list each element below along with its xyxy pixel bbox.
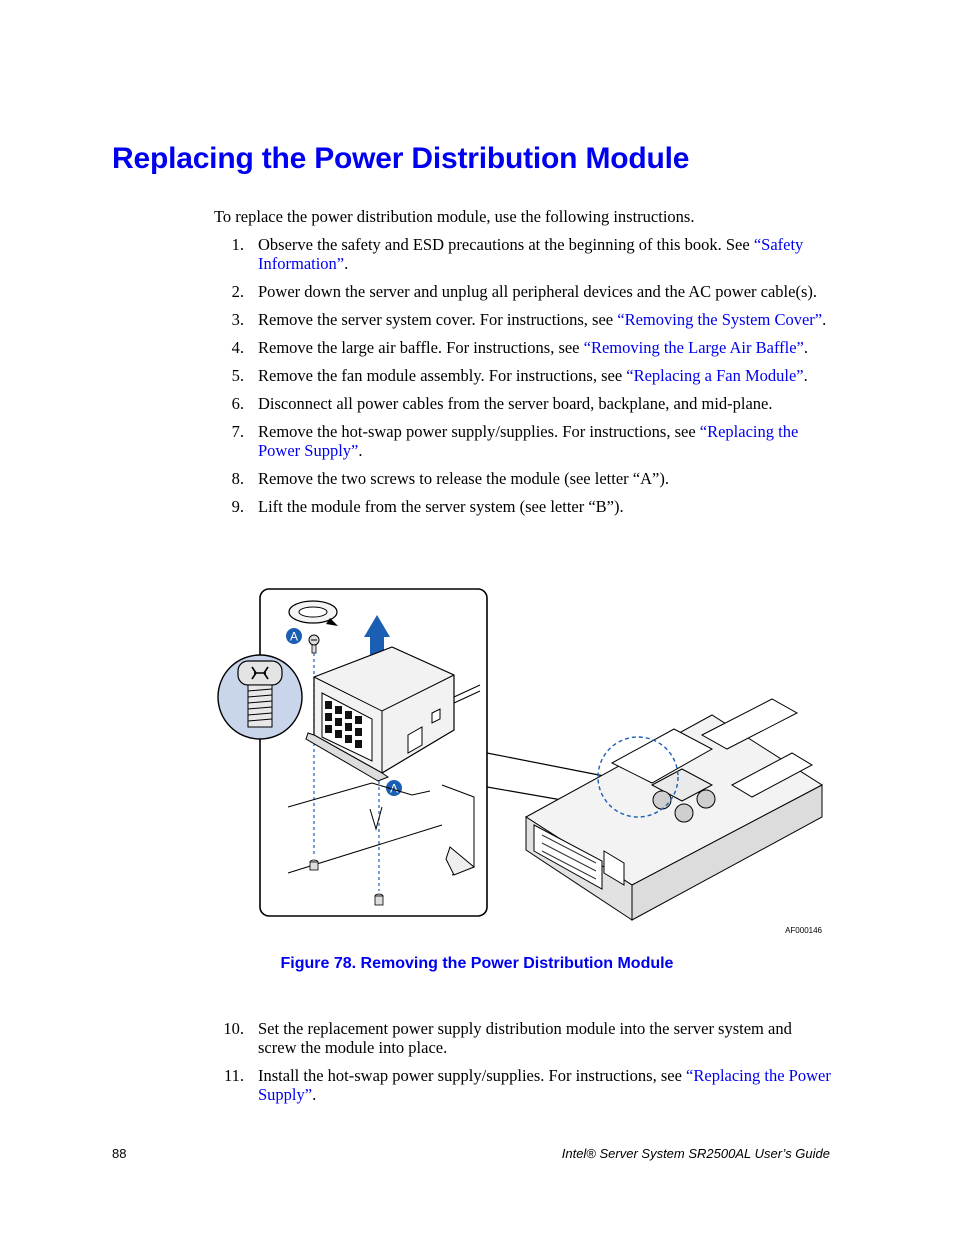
step-text: Remove the two screws to release the mod… — [258, 469, 669, 488]
step-text: Remove the hot-swap power supply/supplie… — [258, 422, 700, 441]
page-title: Replacing the Power Distribution Module — [112, 142, 690, 175]
cross-reference-link[interactable]: “Replacing the Power Supply” — [258, 422, 799, 460]
list-item: 5. Remove the fan module assembly. For i… — [214, 366, 834, 385]
standoff-icon — [309, 859, 319, 871]
standoff-icon — [374, 893, 384, 906]
step-punct: . — [822, 310, 827, 329]
page-number: 88 — [112, 1146, 127, 1161]
step-text: Observe the safety and ESD precautions a… — [258, 235, 754, 254]
module-location-marker — [597, 736, 679, 818]
leader-line-top — [486, 752, 605, 777]
step-text: Disconnect all power cables from the ser… — [258, 394, 773, 413]
screw-icon — [308, 634, 320, 654]
step-number: 2. — [231, 282, 244, 301]
step-number: 10. — [223, 1019, 244, 1038]
step-text: Lift the module from the server system (… — [258, 497, 624, 516]
callout-a-label: A — [390, 782, 398, 796]
cross-reference-link[interactable]: “Removing the Large Air Baffle” — [583, 338, 804, 357]
step-punct: . — [803, 366, 808, 385]
steps-list-after: 10. Set the replacement power supply dis… — [214, 1019, 834, 1113]
step-text: Remove the large air baffle. For instruc… — [258, 338, 584, 357]
step-number: 11. — [223, 1066, 244, 1085]
step-number: 3. — [231, 310, 244, 329]
list-item: 6. Disconnect all power cables from the … — [214, 394, 834, 413]
callout-a-bottom: A — [386, 780, 402, 796]
list-item: 9. Lift the module from the server syste… — [214, 497, 834, 516]
screw-detail-icon — [217, 654, 303, 740]
step-text: Remove the server system cover. For inst… — [258, 310, 618, 329]
step-text: Remove the fan module assembly. For inst… — [258, 366, 627, 385]
cross-reference-link[interactable]: “Replacing the Power Supply” — [258, 1066, 831, 1104]
step-punct: . — [803, 338, 809, 357]
step-text: Install the hot-swap power supply/suppli… — [258, 1066, 687, 1085]
list-item: 8. Remove the two screws to release the … — [214, 469, 834, 488]
intro-paragraph: To replace the power distribution module… — [214, 207, 695, 226]
callout-a-top: A — [286, 628, 302, 644]
list-item: 2. Power down the server and unplug all … — [214, 282, 834, 301]
cross-reference-link[interactable]: “Removing the System Cover” — [617, 310, 823, 329]
list-item: 4. Remove the large air baffle. For inst… — [214, 338, 834, 357]
step-punct: . — [312, 1085, 317, 1104]
step-text: Power down the server and unplug all per… — [258, 282, 817, 301]
figure-caption: Figure 78. Removing the Power Distributi… — [280, 955, 674, 972]
cross-reference-link[interactable]: “Replacing a Fan Module” — [626, 366, 804, 385]
step-number: 5. — [231, 366, 244, 385]
list-item: 3. Remove the server system cover. For i… — [214, 310, 834, 329]
list-item: 10. Set the replacement power supply dis… — [214, 1019, 834, 1057]
server-chassis — [525, 698, 823, 921]
rotate-arrow-icon — [288, 600, 338, 626]
step-number: 9. — [231, 497, 244, 516]
step-number: 1. — [231, 235, 244, 254]
step-number: 8. — [231, 469, 244, 488]
list-item: 7. Remove the hot-swap power supply/supp… — [214, 422, 834, 460]
step-number: 7. — [231, 422, 244, 441]
step-number: 6. — [231, 394, 244, 413]
footer-document-title: Intel® Server System SR2500AL User’s Gui… — [561, 1146, 830, 1161]
step-punct: . — [358, 441, 363, 460]
callout-a-label: A — [290, 630, 298, 644]
step-text: Set the replacement power supply distrib… — [258, 1019, 792, 1057]
step-punct: . — [344, 254, 349, 273]
figure-illustration: A B — [212, 585, 832, 940]
power-distribution-module — [305, 646, 481, 782]
list-item: 11. Install the hot-swap power supply/su… — [214, 1066, 834, 1104]
step-number: 4. — [231, 338, 244, 357]
art-id: AF000146 — [785, 926, 822, 935]
steps-list-before: 1. Observe the safety and ESD precaution… — [214, 235, 834, 525]
list-item: 1. Observe the safety and ESD precaution… — [214, 235, 834, 273]
cross-reference-link[interactable]: “Safety Information” — [258, 235, 804, 273]
